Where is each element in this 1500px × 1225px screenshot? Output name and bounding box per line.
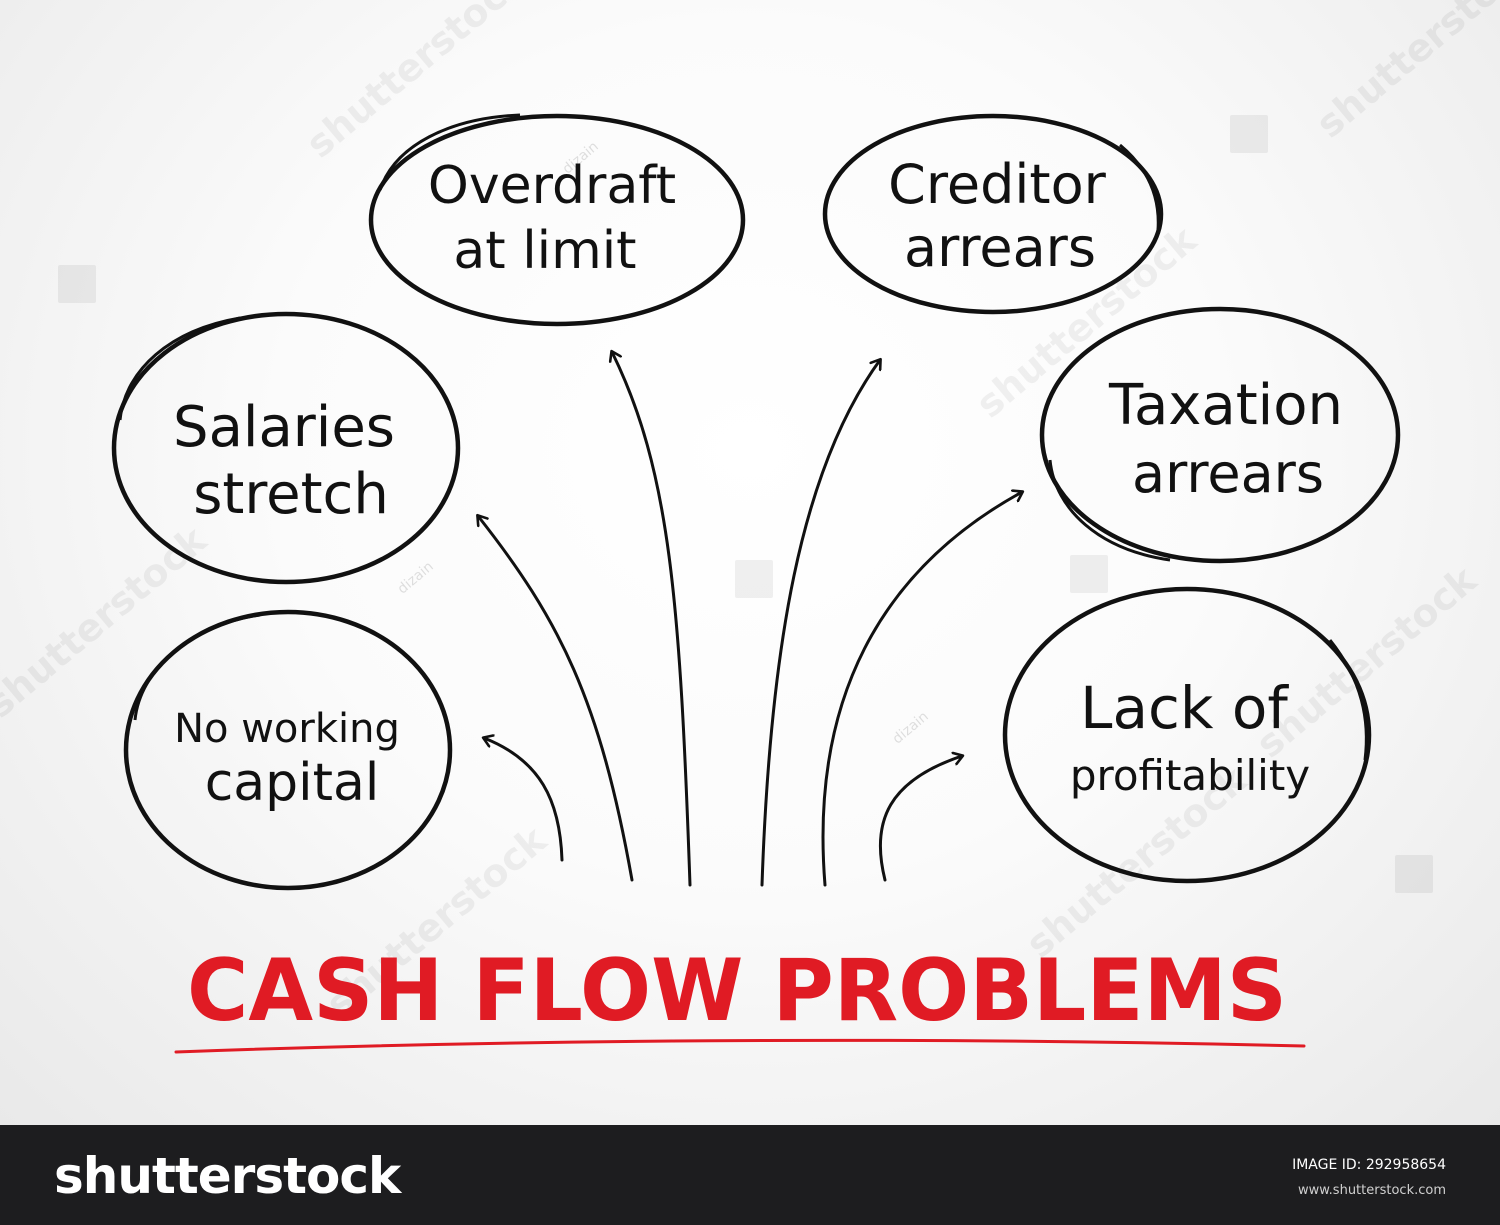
arrow-to-working-capital <box>484 738 564 862</box>
node-ellipse-creditor <box>822 113 1164 315</box>
arrow-to-profitability <box>878 756 962 882</box>
watermark-logo <box>1070 555 1108 593</box>
arrow-to-taxation <box>821 492 1022 887</box>
node-label-creditor-line1: Creditor <box>888 153 1106 216</box>
node-label-overdraft-line1: Overdraft <box>428 156 676 216</box>
watermark-logo <box>1395 855 1433 893</box>
node-label-taxation-line1: Taxation <box>1108 373 1343 438</box>
watermark-logo <box>58 265 96 303</box>
arrow-to-creditor <box>760 360 880 887</box>
node-ellipse-taxation <box>1039 306 1401 564</box>
watermark-logo <box>735 560 773 598</box>
node-ellipse-profitability <box>1002 586 1372 884</box>
node-label-taxation-line2: arrears <box>1132 442 1324 505</box>
stock-footer-bar: shutterstock IMAGE ID: 292958654 www.shu… <box>0 1125 1500 1225</box>
node-label-profitability-line1: Lack of <box>1080 674 1289 742</box>
node-ellipse-salaries <box>111 311 461 585</box>
node-label-working-capital-line2: capital <box>205 753 380 813</box>
node-label-overdraft-line2: at limit <box>453 221 636 281</box>
node-ellipse-working-capital <box>123 609 453 891</box>
node-label-salaries-line2: stretch <box>193 462 389 527</box>
node-label-working-capital-line1: No working <box>174 706 400 752</box>
footer-image-id: IMAGE ID: 292958654 <box>1292 1157 1446 1173</box>
node-label-creditor-line2: arrears <box>904 216 1096 279</box>
title-underline <box>174 1038 1306 1054</box>
footer-brand-logo: shutterstock <box>54 1147 401 1205</box>
diagram-title: CASH FLOW PROBLEMS <box>187 941 1287 1041</box>
mind-map-diagram: Overdraft at limit Creditor arrears Sala… <box>111 113 1401 1054</box>
watermark-logo <box>1230 115 1268 153</box>
node-label-salaries-line1: Salaries <box>173 395 395 460</box>
arrow-to-salaries <box>478 516 634 882</box>
footer-url: www.shutterstock.com <box>1297 1183 1446 1198</box>
arrow-to-overdraft <box>612 352 692 887</box>
node-label-profitability-line2: profitability <box>1070 751 1310 800</box>
node-ellipse-overdraft <box>368 113 746 327</box>
diagram-canvas: shutterstock shutterstock shutterstock s… <box>0 0 1500 1125</box>
